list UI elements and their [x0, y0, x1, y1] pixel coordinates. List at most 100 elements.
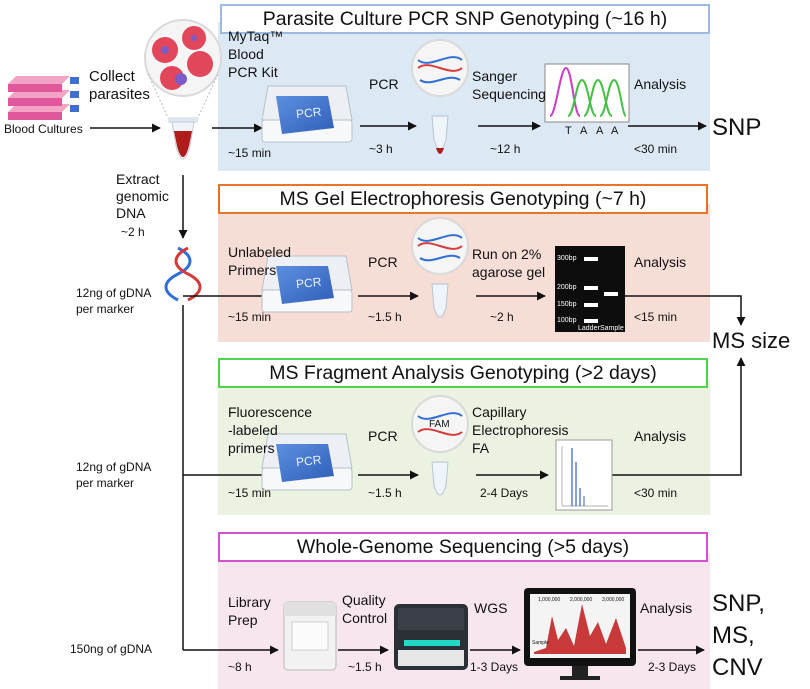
gel-time-1: ~15 min: [228, 310, 272, 324]
pcr-screen-label: PCR: [295, 104, 323, 122]
gel-input-1: 12ng of gDNA: [76, 286, 152, 300]
ladder-150bp: 150bp: [557, 301, 577, 308]
agarose-gel-icon: [555, 246, 625, 332]
ladder-100bp: 100bp: [557, 317, 577, 324]
snp-section-title: Parasite Culture PCR SNP Genotyping (~16…: [220, 4, 710, 34]
mytaq-kit-label-3: PCR Kit: [228, 64, 278, 80]
wgs-result-snp: SNP,: [712, 590, 765, 617]
wgs-monitor-icon: [524, 588, 636, 680]
snp-pcr-label: PCR: [369, 76, 399, 92]
library-prep-2: Prep: [228, 612, 258, 628]
sanger-base-a: A: [580, 125, 588, 137]
run-gel-1: Run on 2%: [472, 246, 542, 262]
fam-label: FAM: [429, 419, 450, 430]
wgs-result-cnv: CNV: [712, 654, 763, 681]
gel-pcr-label: PCR: [368, 254, 398, 270]
fa-input-2: per marker: [76, 476, 135, 490]
wgs-section-title: Whole-Genome Sequencing (>5 days): [218, 532, 708, 562]
extract-label-1: Extract: [116, 171, 160, 187]
library-prep-machine-icon: [283, 601, 337, 671]
wgs-axis-1: 1,000,000: [538, 597, 561, 603]
fluor-primers-3: primers: [228, 440, 275, 456]
fa-section-title: MS Fragment Analysis Genotyping (>2 days…: [218, 358, 708, 388]
blood-cultures-label: Blood Cultures: [4, 122, 83, 136]
fa-analysis-label: Analysis: [634, 428, 687, 444]
extract-label-3: DNA: [116, 205, 146, 221]
sanger-base-a: A: [611, 125, 619, 137]
snp-time-4: <30 min: [634, 142, 678, 156]
lane-ladder: Ladder: [578, 325, 600, 332]
library-prep-1: Library: [228, 594, 271, 610]
fa-pcr-label: PCR: [368, 428, 398, 444]
wgs-analysis-label: Analysis: [640, 600, 693, 616]
sequencer-icon: [394, 604, 468, 670]
wgs-track-label: Sample: [532, 640, 549, 646]
gel-time-3: ~2 h: [490, 310, 514, 324]
gel-analysis-label: Analysis: [634, 254, 687, 270]
wgs-result-ms: MS,: [712, 622, 755, 649]
fa-time-4: <30 min: [634, 486, 678, 500]
fluor-primers-2: -labeled: [228, 422, 278, 438]
capillary-2: Electrophoresis: [472, 422, 569, 438]
fam-dna-tube-icon: [411, 395, 469, 496]
wgs-axis-3: 3,000,000: [602, 597, 625, 603]
pcr-screen-label: PCR: [295, 452, 323, 470]
pcr-machine-icon: [261, 433, 353, 491]
sanger-label-2: Sequencing: [472, 86, 546, 102]
snp-time-2: ~3 h: [369, 142, 393, 156]
sanger-base-a: A: [596, 125, 604, 137]
dna-tube-icon: [411, 39, 469, 154]
sanger-label-1: Sanger: [472, 68, 518, 84]
snp-result: SNP: [712, 114, 762, 141]
extract-label-2: genomic: [116, 188, 169, 204]
snp-time-3: ~12 h: [490, 142, 521, 156]
dna-tube-icon: [411, 217, 469, 318]
blood-culture-flasks-icon: [8, 76, 79, 120]
ladder-200bp: 200bp: [557, 284, 577, 291]
ms-size-result: MS size: [712, 328, 791, 353]
fa-input-1: 12ng of gDNA: [76, 460, 152, 474]
wgs-time-4: 2-3 Days: [648, 660, 697, 674]
gel-section-title: MS Gel Electrophoresis Genotyping (~7 h): [218, 184, 708, 214]
snp-time-1: ~15 min: [228, 146, 272, 160]
sanger-base-t: T: [565, 125, 572, 137]
lane-sample: Sample: [600, 325, 624, 332]
dna-helix-icon: [164, 246, 202, 302]
fa-time-1: ~15 min: [228, 486, 272, 500]
fa-time-2: ~1.5 h: [368, 486, 402, 500]
wgs-time-3: 1-3 Days: [470, 660, 519, 674]
wgs-input: 150ng of gDNA: [70, 642, 153, 656]
mytaq-kit-label-2: Blood: [228, 46, 264, 62]
unlabeled-primers-1: Unlabeled: [228, 244, 292, 260]
capillary-1: Capillary: [472, 404, 527, 420]
fragment-analysis-plot-icon: [555, 439, 613, 511]
snp-analysis-label: Analysis: [634, 76, 687, 92]
quality-control-2: Control: [342, 610, 388, 626]
fa-time-3: 2-4 Days: [480, 486, 529, 500]
mytaq-kit-label-1: MyTaq™: [228, 28, 284, 44]
gel-time-4: <15 min: [634, 310, 678, 324]
unlabeled-primers-2: Primers: [228, 262, 277, 278]
capillary-3: FA: [472, 440, 490, 456]
sample-tube-icon: [168, 117, 198, 160]
pcr-machine-icon: [261, 255, 353, 313]
pcr-machine-icon: [261, 85, 353, 143]
wgs-time-1: ~8 h: [228, 660, 252, 674]
parasites-label: parasites: [89, 86, 150, 103]
run-gel-2: agarose gel: [472, 264, 546, 280]
wgs-time-2: ~1.5 h: [348, 660, 382, 674]
wgs-label: WGS: [474, 600, 508, 616]
sanger-chromatogram-icon: [544, 63, 630, 123]
parasite-cells-icon: [144, 19, 222, 123]
gel-input-2: per marker: [76, 302, 135, 316]
extract-time: ~2 h: [121, 225, 145, 239]
ladder-300bp: 300bp: [557, 255, 577, 262]
gel-time-2: ~1.5 h: [368, 310, 402, 324]
quality-control-1: Quality: [342, 592, 386, 608]
collect-label: Collect: [89, 68, 135, 85]
fluor-primers-1: Fluorescence: [228, 404, 313, 420]
pcr-screen-label: PCR: [295, 274, 323, 292]
wgs-axis-2: 2,000,000: [570, 597, 593, 603]
